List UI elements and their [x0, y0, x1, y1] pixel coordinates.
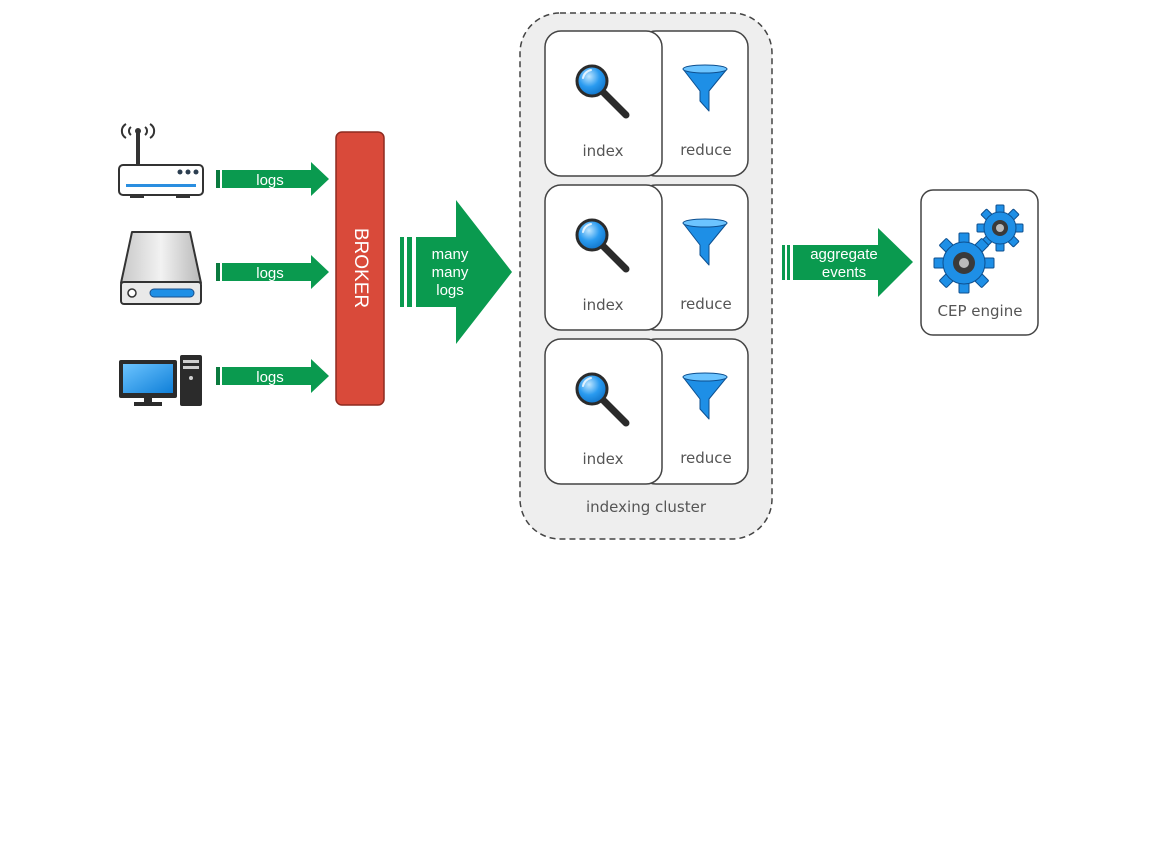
logs-arrow-label: logs — [256, 369, 284, 386]
many-logs-arrow: many many logs — [400, 200, 512, 344]
index-label: index — [582, 296, 623, 314]
index-node: index reduce — [544, 338, 749, 485]
cep-engine-box: CEP engine — [920, 189, 1039, 336]
logs-arrow: logs — [216, 359, 329, 393]
index-box — [544, 338, 663, 485]
many-logs-line2: many — [432, 264, 469, 281]
magnifier-icon — [575, 64, 630, 119]
aggregate-events-arrow: aggregate events — [782, 228, 913, 297]
index-box — [544, 30, 663, 177]
funnel-icon — [682, 64, 728, 112]
aggregate-line2: events — [822, 264, 866, 281]
many-logs-line3: logs — [436, 282, 464, 299]
gears-icon — [933, 204, 1024, 294]
logs-arrow: logs — [216, 162, 329, 196]
reduce-label: reduce — [680, 449, 732, 467]
funnel-icon — [682, 218, 728, 266]
router-icon — [118, 123, 204, 198]
aggregate-line1: aggregate — [810, 246, 878, 263]
funnel-icon — [682, 372, 728, 420]
index-label: index — [582, 142, 623, 160]
index-label: index — [582, 450, 623, 468]
many-logs-line1: many — [432, 246, 469, 263]
index-node: index reduce — [544, 184, 749, 331]
index-box — [544, 184, 663, 331]
index-node: index reduce — [544, 30, 749, 177]
magnifier-icon — [575, 372, 630, 427]
magnifier-icon — [575, 218, 630, 273]
cluster-label: indexing cluster — [586, 498, 707, 516]
reduce-label: reduce — [680, 295, 732, 313]
desktop-computer-icon — [119, 355, 202, 406]
cep-engine-label: CEP engine — [938, 302, 1023, 320]
broker-label: BROKER — [350, 228, 371, 308]
logs-arrow-label: logs — [256, 172, 284, 189]
reduce-label: reduce — [680, 141, 732, 159]
storage-drive-icon — [120, 231, 202, 305]
logs-arrow: logs — [216, 255, 329, 289]
broker-box: BROKER — [335, 131, 385, 406]
logs-arrow-label: logs — [256, 265, 284, 282]
